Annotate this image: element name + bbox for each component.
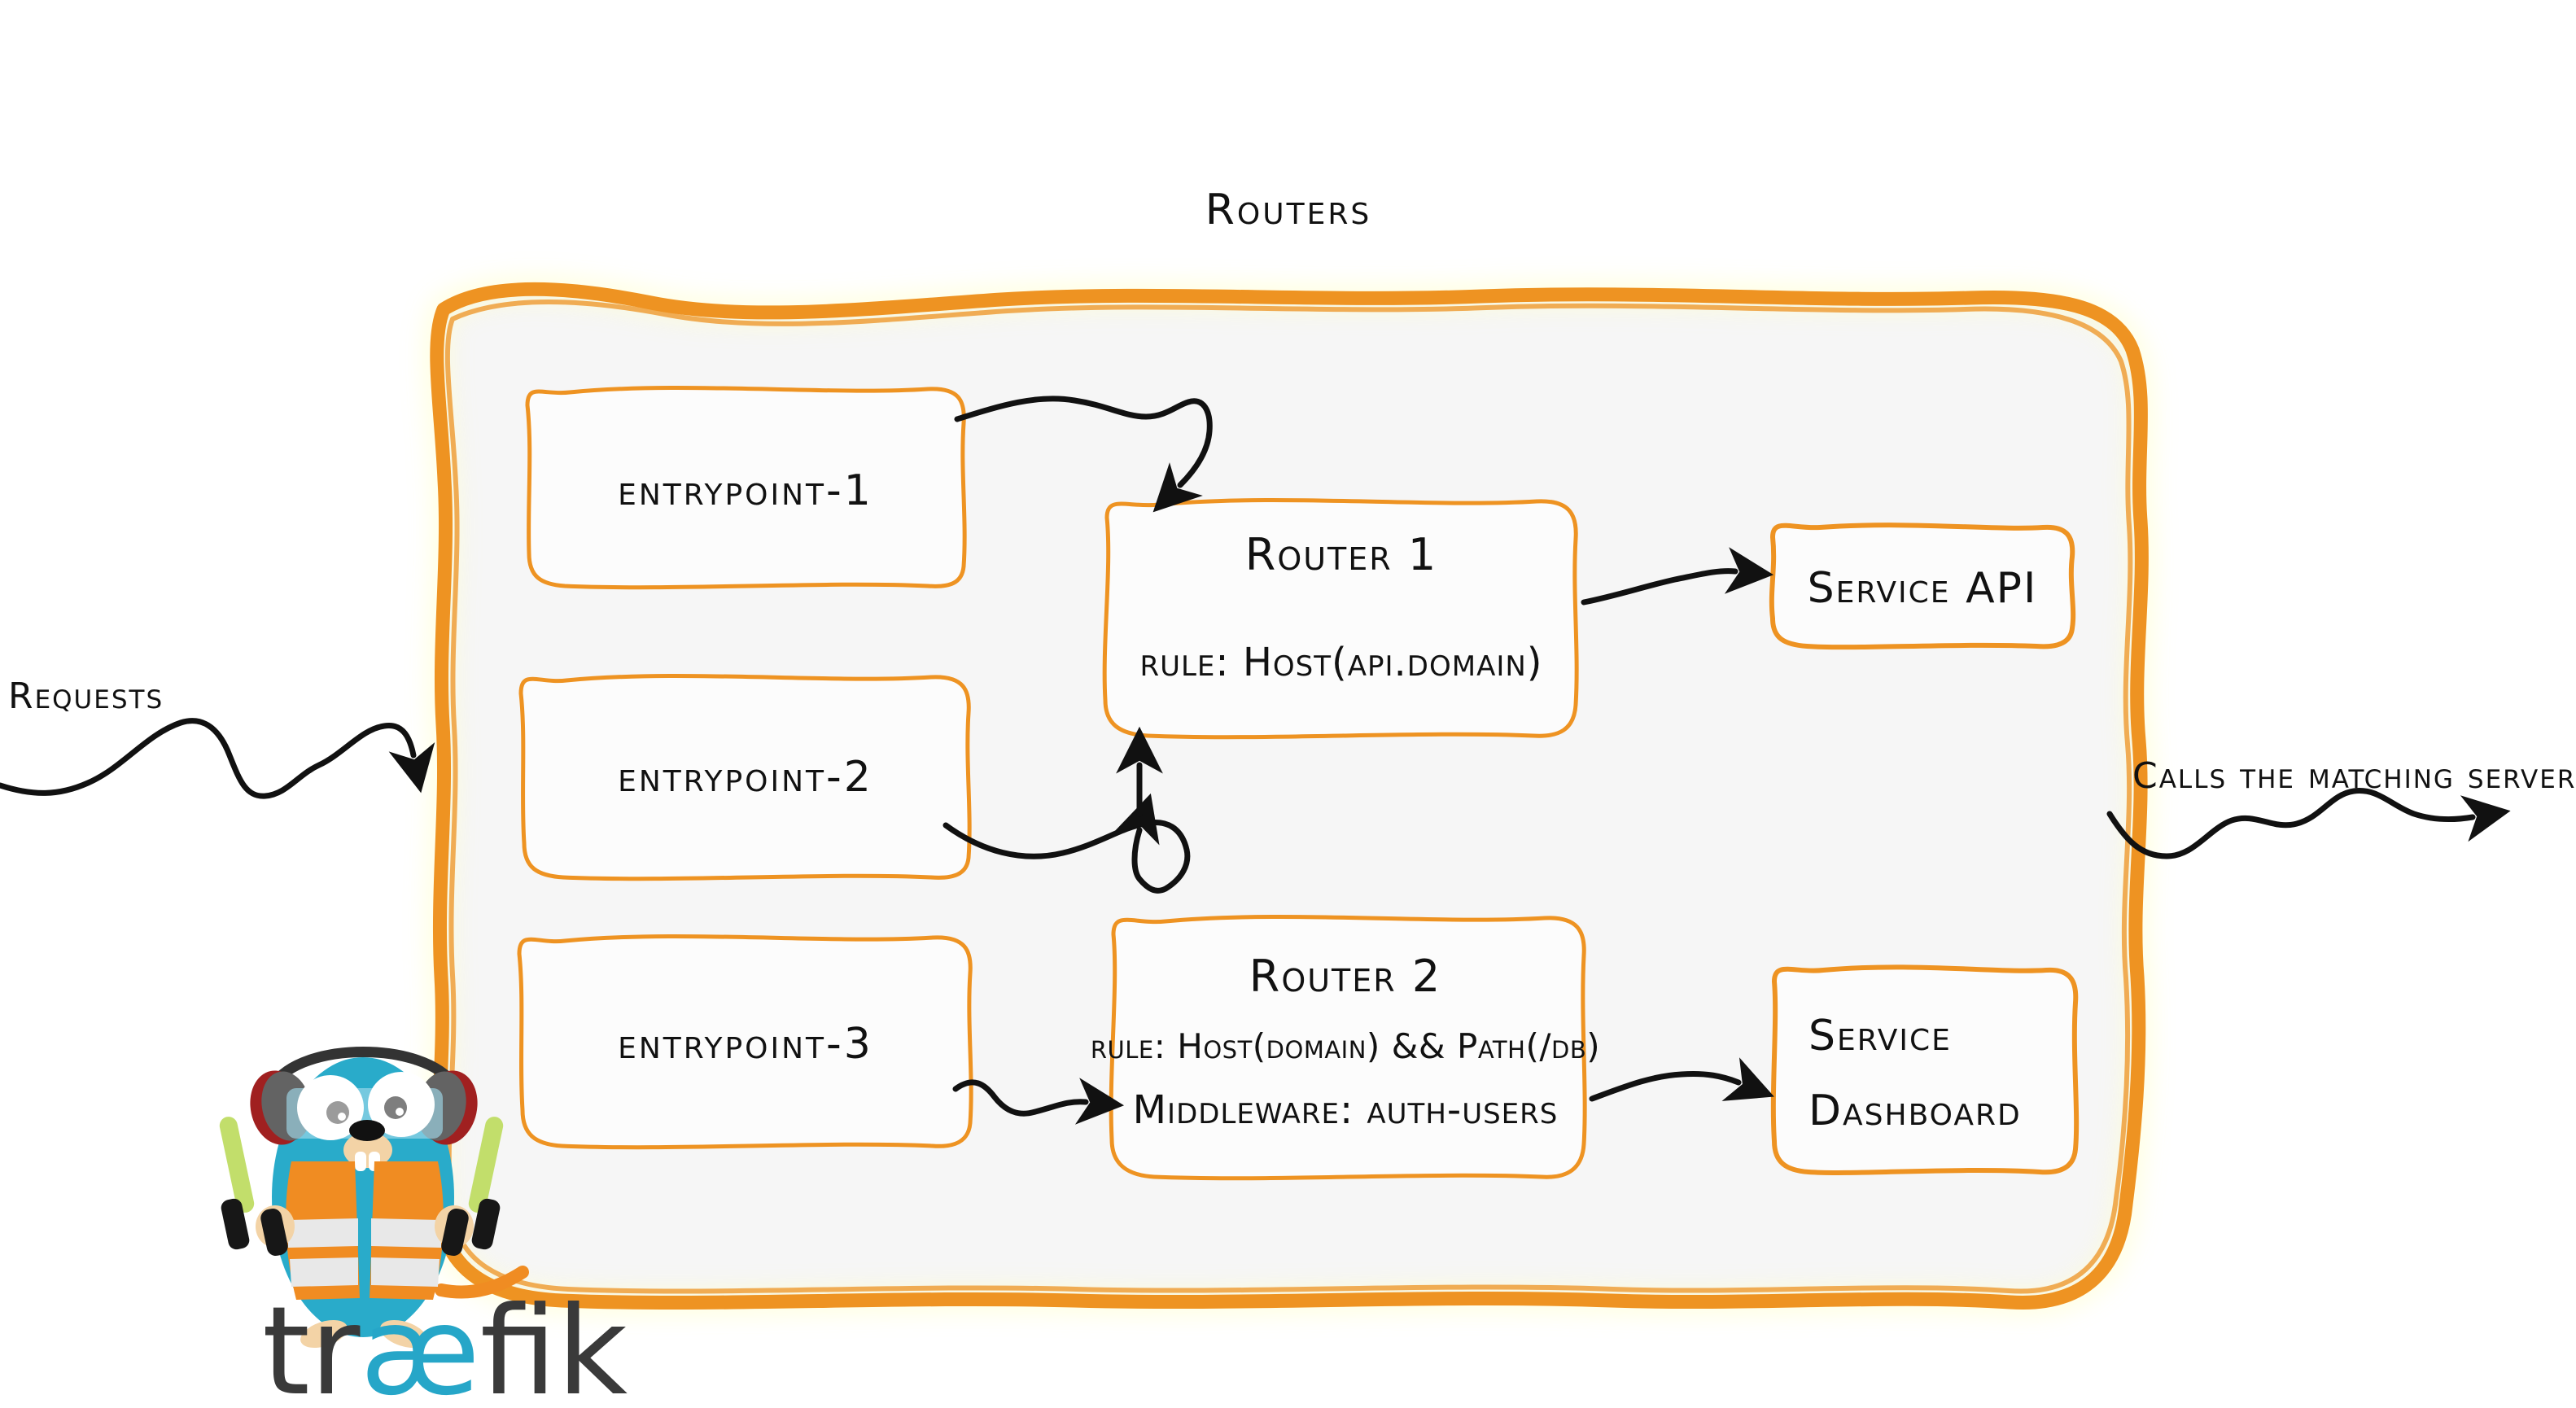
traefik-gopher-mascot bbox=[219, 1047, 529, 1349]
arrow-outgoing bbox=[2106, 788, 2511, 859]
entrypoint-2-label: entrypoint-2 bbox=[618, 753, 873, 802]
entrypoint-1-outline bbox=[525, 385, 967, 590]
gopher-headphone-band bbox=[268, 1047, 460, 1091]
routers-panel-border-sketch bbox=[444, 300, 2133, 1294]
entrypoint-2-outline bbox=[518, 673, 972, 881]
service-dashboard-outline bbox=[1770, 964, 2080, 1175]
service-api-label-0: Service API bbox=[1808, 564, 2038, 613]
router-2-rule-line-0: rule: Host(domain) && Path(/db) bbox=[1091, 1026, 1600, 1066]
service-dashboard-label-1: Dashboard bbox=[1808, 1087, 2022, 1135]
calls-matching-server-label: Calls the matching server bbox=[2132, 755, 2576, 797]
gopher-nose bbox=[349, 1120, 385, 1141]
arrow-router2-to-service-dashboard bbox=[1589, 1057, 1774, 1102]
traefik-logo-ligature: æ bbox=[360, 1281, 479, 1408]
service-api-box[interactable]: Service API bbox=[1769, 523, 2076, 650]
gopher-grip-left bbox=[260, 1208, 288, 1257]
routers-panel-border bbox=[430, 282, 2149, 1310]
arrow-entrypoint3-to-router2 bbox=[952, 1078, 1125, 1125]
entrypoint-3-box[interactable]: entrypoint-3 bbox=[517, 934, 973, 1150]
entrypoint-3-outline bbox=[517, 934, 973, 1150]
gopher-grip-right bbox=[441, 1208, 469, 1257]
routers-title: Routers bbox=[1205, 186, 1371, 234]
svg-text:træfik: træfik bbox=[262, 1281, 628, 1408]
service-dashboard-box[interactable]: Service Dashboard bbox=[1770, 964, 2080, 1175]
arrow-entrypoint1-to-router1 bbox=[954, 396, 1213, 513]
entrypoint-1-label: entrypoint-1 bbox=[618, 466, 873, 515]
arrow-router1-to-service-api bbox=[1581, 547, 1774, 606]
router-1-box[interactable]: Router 1 rule: Host(api.domain) bbox=[1102, 497, 1579, 740]
router-2-title: Router 2 bbox=[1249, 951, 1441, 1002]
gopher-right-wand bbox=[468, 1117, 504, 1250]
gopher-left-wand bbox=[219, 1117, 255, 1250]
traefik-logo-part2: fik bbox=[480, 1281, 628, 1408]
gopher-pupil-right bbox=[384, 1096, 407, 1119]
router-2-outline bbox=[1109, 914, 1587, 1181]
entrypoint-1-box[interactable]: entrypoint-1 bbox=[525, 385, 967, 590]
arrow-router1-to-service-api-path bbox=[1581, 547, 1774, 606]
gopher-tail bbox=[435, 1266, 529, 1299]
arrow-entrypoint1-to-router1-path bbox=[954, 396, 1213, 513]
gopher-foot-left bbox=[300, 1319, 348, 1349]
requests-label: Requests bbox=[8, 676, 164, 717]
arrow-requests-in-path bbox=[0, 718, 435, 799]
router-2-rule-line-1: Middleware: auth-users bbox=[1133, 1087, 1559, 1133]
gopher-eye-glint-left bbox=[338, 1113, 346, 1121]
entrypoint-2-box[interactable]: entrypoint-2 bbox=[518, 673, 972, 881]
gopher-tooth-left bbox=[355, 1152, 366, 1171]
gopher-pupil-left bbox=[326, 1101, 349, 1124]
router-2-box[interactable]: Router 2 rule: Host(domain) && Path(/db)… bbox=[1091, 914, 1600, 1181]
arrow-outgoing-path bbox=[2106, 788, 2511, 859]
gopher-safety-vest bbox=[286, 1161, 444, 1300]
traefik-logo: træfik bbox=[262, 1281, 628, 1408]
arrow-entrypoint3-to-router2-path bbox=[952, 1078, 1125, 1125]
arrow-entrypoint2-to-router1-path bbox=[942, 793, 1191, 894]
entrypoint-3-label: entrypoint-3 bbox=[618, 1020, 873, 1069]
gopher-foot-right bbox=[380, 1319, 427, 1349]
service-api-outline bbox=[1769, 523, 2076, 650]
arrow-router2-to-service-dashboard-path bbox=[1589, 1057, 1774, 1102]
arrow-entrypoint2-to-router1 bbox=[942, 726, 1191, 894]
traefik-logo-part1: tr bbox=[262, 1281, 361, 1408]
router-1-rule-line-0: rule: Host(api.domain) bbox=[1139, 640, 1542, 685]
gopher-eye-glint-right bbox=[396, 1108, 404, 1116]
router-1-outline bbox=[1102, 497, 1579, 740]
router-1-title: Router 1 bbox=[1245, 529, 1437, 580]
service-dashboard-label-0: Service bbox=[1808, 1012, 1952, 1060]
arrow-requests-in bbox=[0, 718, 435, 799]
